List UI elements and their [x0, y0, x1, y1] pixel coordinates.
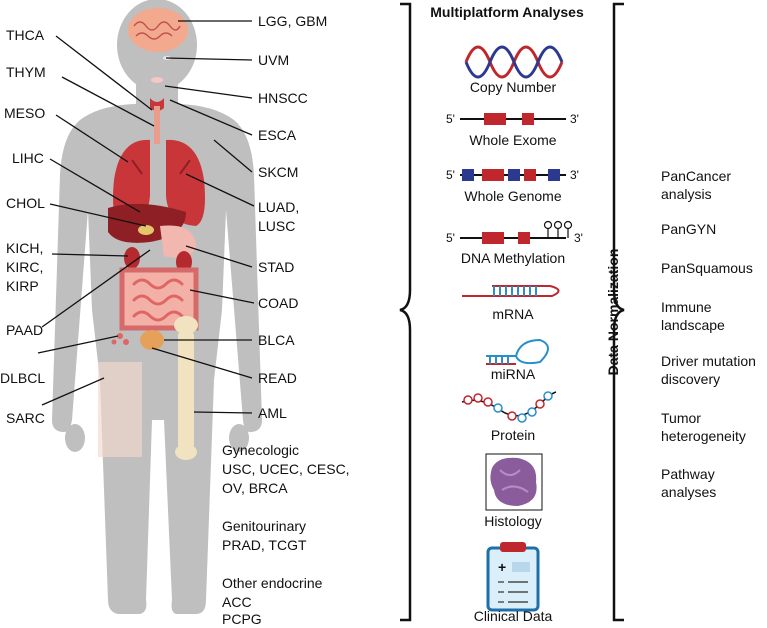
label-meso: MESO — [4, 105, 46, 121]
exome-three-prime: 3' — [570, 112, 579, 126]
group-endocrine-title: Other endocrine — [222, 575, 323, 591]
label-hnscc: HNSCC — [258, 90, 308, 106]
label-dlbcl: DLBCL — [0, 370, 46, 386]
svg-text:+: + — [498, 559, 506, 575]
analysis-pancancer-line2: analysis — [661, 186, 712, 202]
mirna-hairpin-icon — [486, 338, 549, 365]
methylation-five-prime: 5' — [446, 231, 455, 245]
kidney-icon — [124, 247, 140, 269]
label-uvm: UVM — [258, 52, 290, 68]
exome-five-prime: 5' — [446, 112, 455, 126]
analysis-immune-line1: Immune — [661, 299, 712, 315]
label-chol: CHOL — [6, 195, 45, 211]
label-skcm: SKCM — [258, 164, 299, 180]
platform-protein: Protein — [490, 427, 536, 443]
label-paad: PAAD — [6, 322, 44, 338]
protein-chain-icon — [461, 391, 557, 423]
clipboard-icon: + — [486, 542, 540, 612]
soft-tissue-patch — [98, 362, 142, 457]
stomach-icon — [160, 225, 196, 258]
thyroid-icon — [150, 98, 164, 111]
mouth-icon — [151, 77, 163, 83]
label-thym: THYM — [6, 64, 46, 80]
right-brace — [612, 2, 625, 622]
platform-whole-genome: Whole Genome — [464, 188, 562, 204]
label-esca: ESCA — [258, 127, 297, 143]
label-lgg-gbm: LGG, GBM — [258, 13, 328, 29]
analysis-pathway-line1: Pathway — [661, 466, 715, 482]
gallbladder-icon — [138, 225, 154, 235]
analysis-tumor-line1: Tumor — [661, 410, 701, 426]
analysis-immune-line2: landscape — [661, 317, 725, 333]
leader-lines — [37, 20, 255, 414]
group-genitourinary-line1: PRAD, TCGT — [222, 537, 307, 553]
methylation-bar-icon — [460, 220, 573, 244]
label-sarc: SARC — [6, 410, 45, 426]
group-endocrine-line1: ACC — [222, 594, 252, 610]
platforms-title: Multiplatform Analyses — [430, 4, 584, 20]
platform-mirna: miRNA — [490, 366, 536, 382]
lymph-node-icon — [111, 333, 129, 345]
analysis-tumor-line2: heterogeneity — [661, 428, 746, 444]
platform-histology: Histology — [484, 513, 542, 529]
platform-dna-methylation: DNA Methylation — [460, 250, 566, 266]
genome-three-prime: 3' — [570, 168, 579, 182]
dna-helix-icon — [464, 45, 564, 79]
label-kirc: KIRC, — [6, 259, 44, 275]
analysis-immune: Immune landscape — [661, 298, 765, 334]
trachea-icon — [154, 106, 160, 144]
platform-copy-number: Copy Number — [469, 79, 557, 95]
label-kirp: KIRP — [6, 278, 39, 294]
analysis-driver-line1: Driver mutation — [661, 353, 756, 369]
analysis-pansquamous: PanSquamous — [661, 260, 753, 276]
analysis-driver-line2: discovery — [661, 371, 721, 387]
analysis-driver: Driver mutation discovery — [661, 352, 765, 388]
bladder-icon — [140, 330, 164, 350]
analysis-pathway: Pathway analyses — [661, 465, 765, 501]
label-blca: BLCA — [258, 332, 295, 348]
genome-five-prime: 5' — [446, 168, 455, 182]
genome-bar-icon — [460, 169, 566, 181]
label-lihc: LIHC — [12, 150, 44, 166]
methylation-three-prime: 3' — [574, 231, 583, 245]
label-thca: THCA — [6, 27, 45, 43]
histology-slide-icon — [485, 453, 543, 511]
brain-icon — [128, 8, 188, 52]
analysis-pathway-line2: analyses — [661, 484, 717, 500]
rna-hairpin-icon — [462, 285, 560, 297]
platform-clinical-data: Clinical Data — [473, 608, 553, 624]
platform-whole-exome: Whole Exome — [469, 132, 557, 148]
analysis-pancancer-line1: PanCancer — [661, 168, 732, 184]
exome-bar-icon — [460, 113, 566, 125]
analysis-pangyn: PanGYN — [661, 221, 717, 237]
group-gynecologic-line2: OV, BRCA — [222, 480, 288, 496]
data-normalization-text: Data Normalization — [605, 248, 621, 376]
group-endocrine-line2: PCPG — [222, 611, 262, 627]
label-kich: KICH, — [6, 240, 44, 256]
group-gynecologic-title: Gynecologic — [222, 442, 300, 458]
label-stad: STAD — [258, 259, 295, 275]
left-brace — [399, 2, 412, 622]
analysis-tumor: Tumor heterogeneity — [661, 409, 765, 445]
group-genitourinary-title: Genitourinary — [222, 518, 307, 534]
label-read: READ — [258, 370, 297, 386]
label-lusc: LUSC — [258, 218, 296, 234]
platform-mrna: mRNA — [492, 306, 534, 322]
analysis-pancancer: PanCancer analysis — [661, 167, 765, 203]
label-luad: LUAD, — [258, 199, 300, 215]
label-aml: AML — [258, 405, 287, 421]
group-gynecologic-line1: USC, UCEC, CESC, — [222, 461, 350, 477]
label-coad: COAD — [258, 295, 299, 311]
